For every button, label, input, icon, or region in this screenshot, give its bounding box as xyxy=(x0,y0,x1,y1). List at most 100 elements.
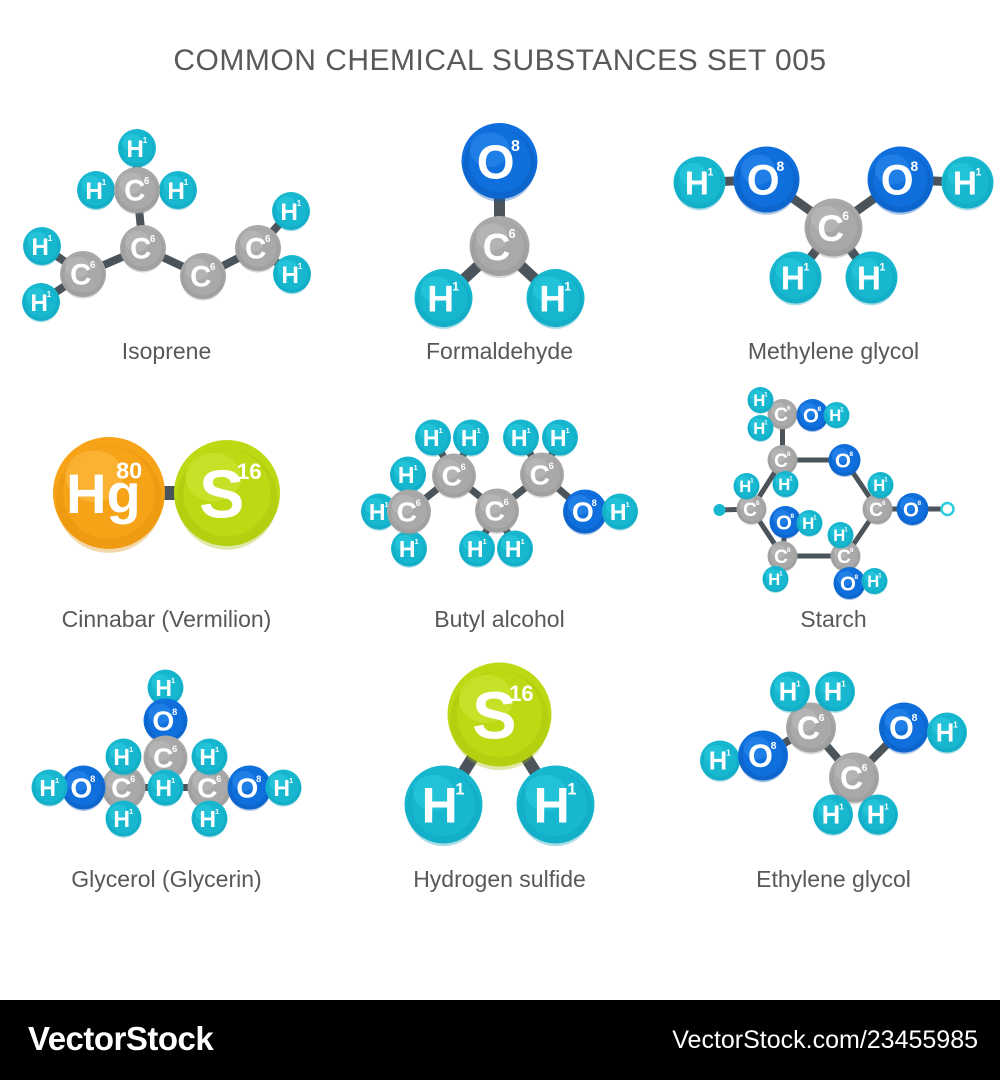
atomic-number: 6 xyxy=(882,500,886,507)
atom-symbol: H xyxy=(155,675,172,701)
atom-symbol: H xyxy=(824,679,842,707)
atom-symbol: Hg xyxy=(66,462,141,525)
atomic-number: 8 xyxy=(90,774,95,784)
atom-symbol: C xyxy=(153,743,173,774)
atomic-number: 8 xyxy=(511,138,520,155)
atomic-number: 8 xyxy=(592,498,597,508)
atom-symbol: H xyxy=(779,679,797,707)
atom-cinnabar-s: S16 xyxy=(174,440,280,550)
atomic-number: 8 xyxy=(777,158,785,174)
atom-ethylene-glycol-o-right: O8 xyxy=(879,702,929,755)
bond-stub xyxy=(940,501,955,517)
atomic-number: 1 xyxy=(567,780,576,798)
atom-symbol: C xyxy=(111,773,131,804)
atom-isoprene-h-left-top: H1 xyxy=(23,227,61,267)
atom-symbol: C xyxy=(197,773,217,804)
atom-formaldehyde-c-center: C6 xyxy=(469,216,530,279)
atomic-number: 6 xyxy=(265,234,271,245)
atomic-number: 1 xyxy=(844,528,848,534)
atom-ethylene-glycol-c-right: C6 xyxy=(829,752,879,805)
atom-symbol: H xyxy=(867,572,879,591)
atom-symbol: H xyxy=(753,419,765,438)
atom-butyl-alcohol-h-c2-right: H1 xyxy=(453,419,489,457)
atomic-number: 6 xyxy=(210,262,216,273)
atom-ethylene-glycol-o-left: O8 xyxy=(738,730,788,783)
atom-starch-o6: O8 xyxy=(796,399,829,433)
atom-symbol: O xyxy=(881,157,914,204)
atom-symbol: H xyxy=(936,720,954,748)
atomic-number: 6 xyxy=(509,227,516,241)
atom-symbol: H xyxy=(422,777,458,833)
molecule-caption-methylene-glycol: Methylene glycol xyxy=(747,338,920,364)
atomic-number: 6 xyxy=(461,462,466,472)
atom-symbol: H xyxy=(505,536,522,562)
atom-glycerol-c-right: C6 xyxy=(187,765,232,812)
atomic-number: 1 xyxy=(789,477,793,483)
atomic-number: 1 xyxy=(143,136,148,145)
atom-symbol: C xyxy=(797,710,820,746)
atom-isoprene-h-left-bottom: H1 xyxy=(22,283,60,323)
atom-methylene-glycol-h-far-right: H1 xyxy=(941,156,994,211)
atomic-number: 1 xyxy=(102,178,107,187)
atomic-number: 1 xyxy=(476,426,480,435)
atomic-number: 1 xyxy=(779,572,783,578)
atomic-number: 6 xyxy=(216,774,221,784)
atom-symbol: H xyxy=(31,234,49,261)
atom-symbol: H xyxy=(126,136,144,163)
atom-symbol: H xyxy=(753,391,765,410)
atom-symbol: C xyxy=(774,451,788,472)
atom-symbol: O xyxy=(572,497,594,528)
atom-methylene-glycol-o-left: O8 xyxy=(733,146,800,215)
atom-methylene-glycol-h-bottom-left: H1 xyxy=(769,251,822,306)
atom-symbol: H xyxy=(167,178,185,205)
atom-ethylene-glycol-h-far-left: H1 xyxy=(700,740,740,782)
atom-symbol: H xyxy=(833,526,845,545)
atomic-number: 1 xyxy=(482,537,486,546)
atom-symbol: H xyxy=(781,260,805,297)
atom-symbol: C xyxy=(774,547,788,568)
atom-symbol: O xyxy=(840,572,856,595)
atomic-number: 1 xyxy=(840,408,844,414)
atom-butyl-alcohol-h-c3-right: H1 xyxy=(497,530,533,568)
atom-symbol: C xyxy=(774,405,788,426)
atom-symbol: H xyxy=(802,514,814,533)
atomic-number: 6 xyxy=(819,712,825,724)
atom-starch-o3: O8 xyxy=(769,506,802,540)
atom-symbol: H xyxy=(829,406,841,425)
atomic-number: 6 xyxy=(504,497,509,507)
atomic-number: 1 xyxy=(526,426,530,435)
atomic-number: 6 xyxy=(90,260,96,271)
atom-symbol: H xyxy=(534,777,570,833)
molecule-caption-hydrogen-sulfide: Hydrogen sulfide xyxy=(413,866,586,892)
atomic-number: 6 xyxy=(787,451,791,458)
atom-glycerol-h-center: H1 xyxy=(147,769,184,807)
atom-symbol: H xyxy=(610,499,627,525)
atomic-number: 6 xyxy=(130,774,135,784)
atom-symbol: C xyxy=(869,500,883,521)
atomic-number: 1 xyxy=(520,537,524,546)
atom-symbol: H xyxy=(398,462,415,488)
atom-symbol: H xyxy=(873,476,885,495)
atomic-number: 1 xyxy=(625,500,629,509)
molecule-caption-glycerol: Glycerol (Glycerin) xyxy=(71,866,262,892)
atom-glycerol-h-left-top: H1 xyxy=(105,738,142,776)
atom-symbol: C xyxy=(70,259,91,292)
atom-symbol: C xyxy=(530,460,550,491)
atomic-number: 80 xyxy=(116,457,142,483)
atom-symbol: C xyxy=(190,261,211,294)
